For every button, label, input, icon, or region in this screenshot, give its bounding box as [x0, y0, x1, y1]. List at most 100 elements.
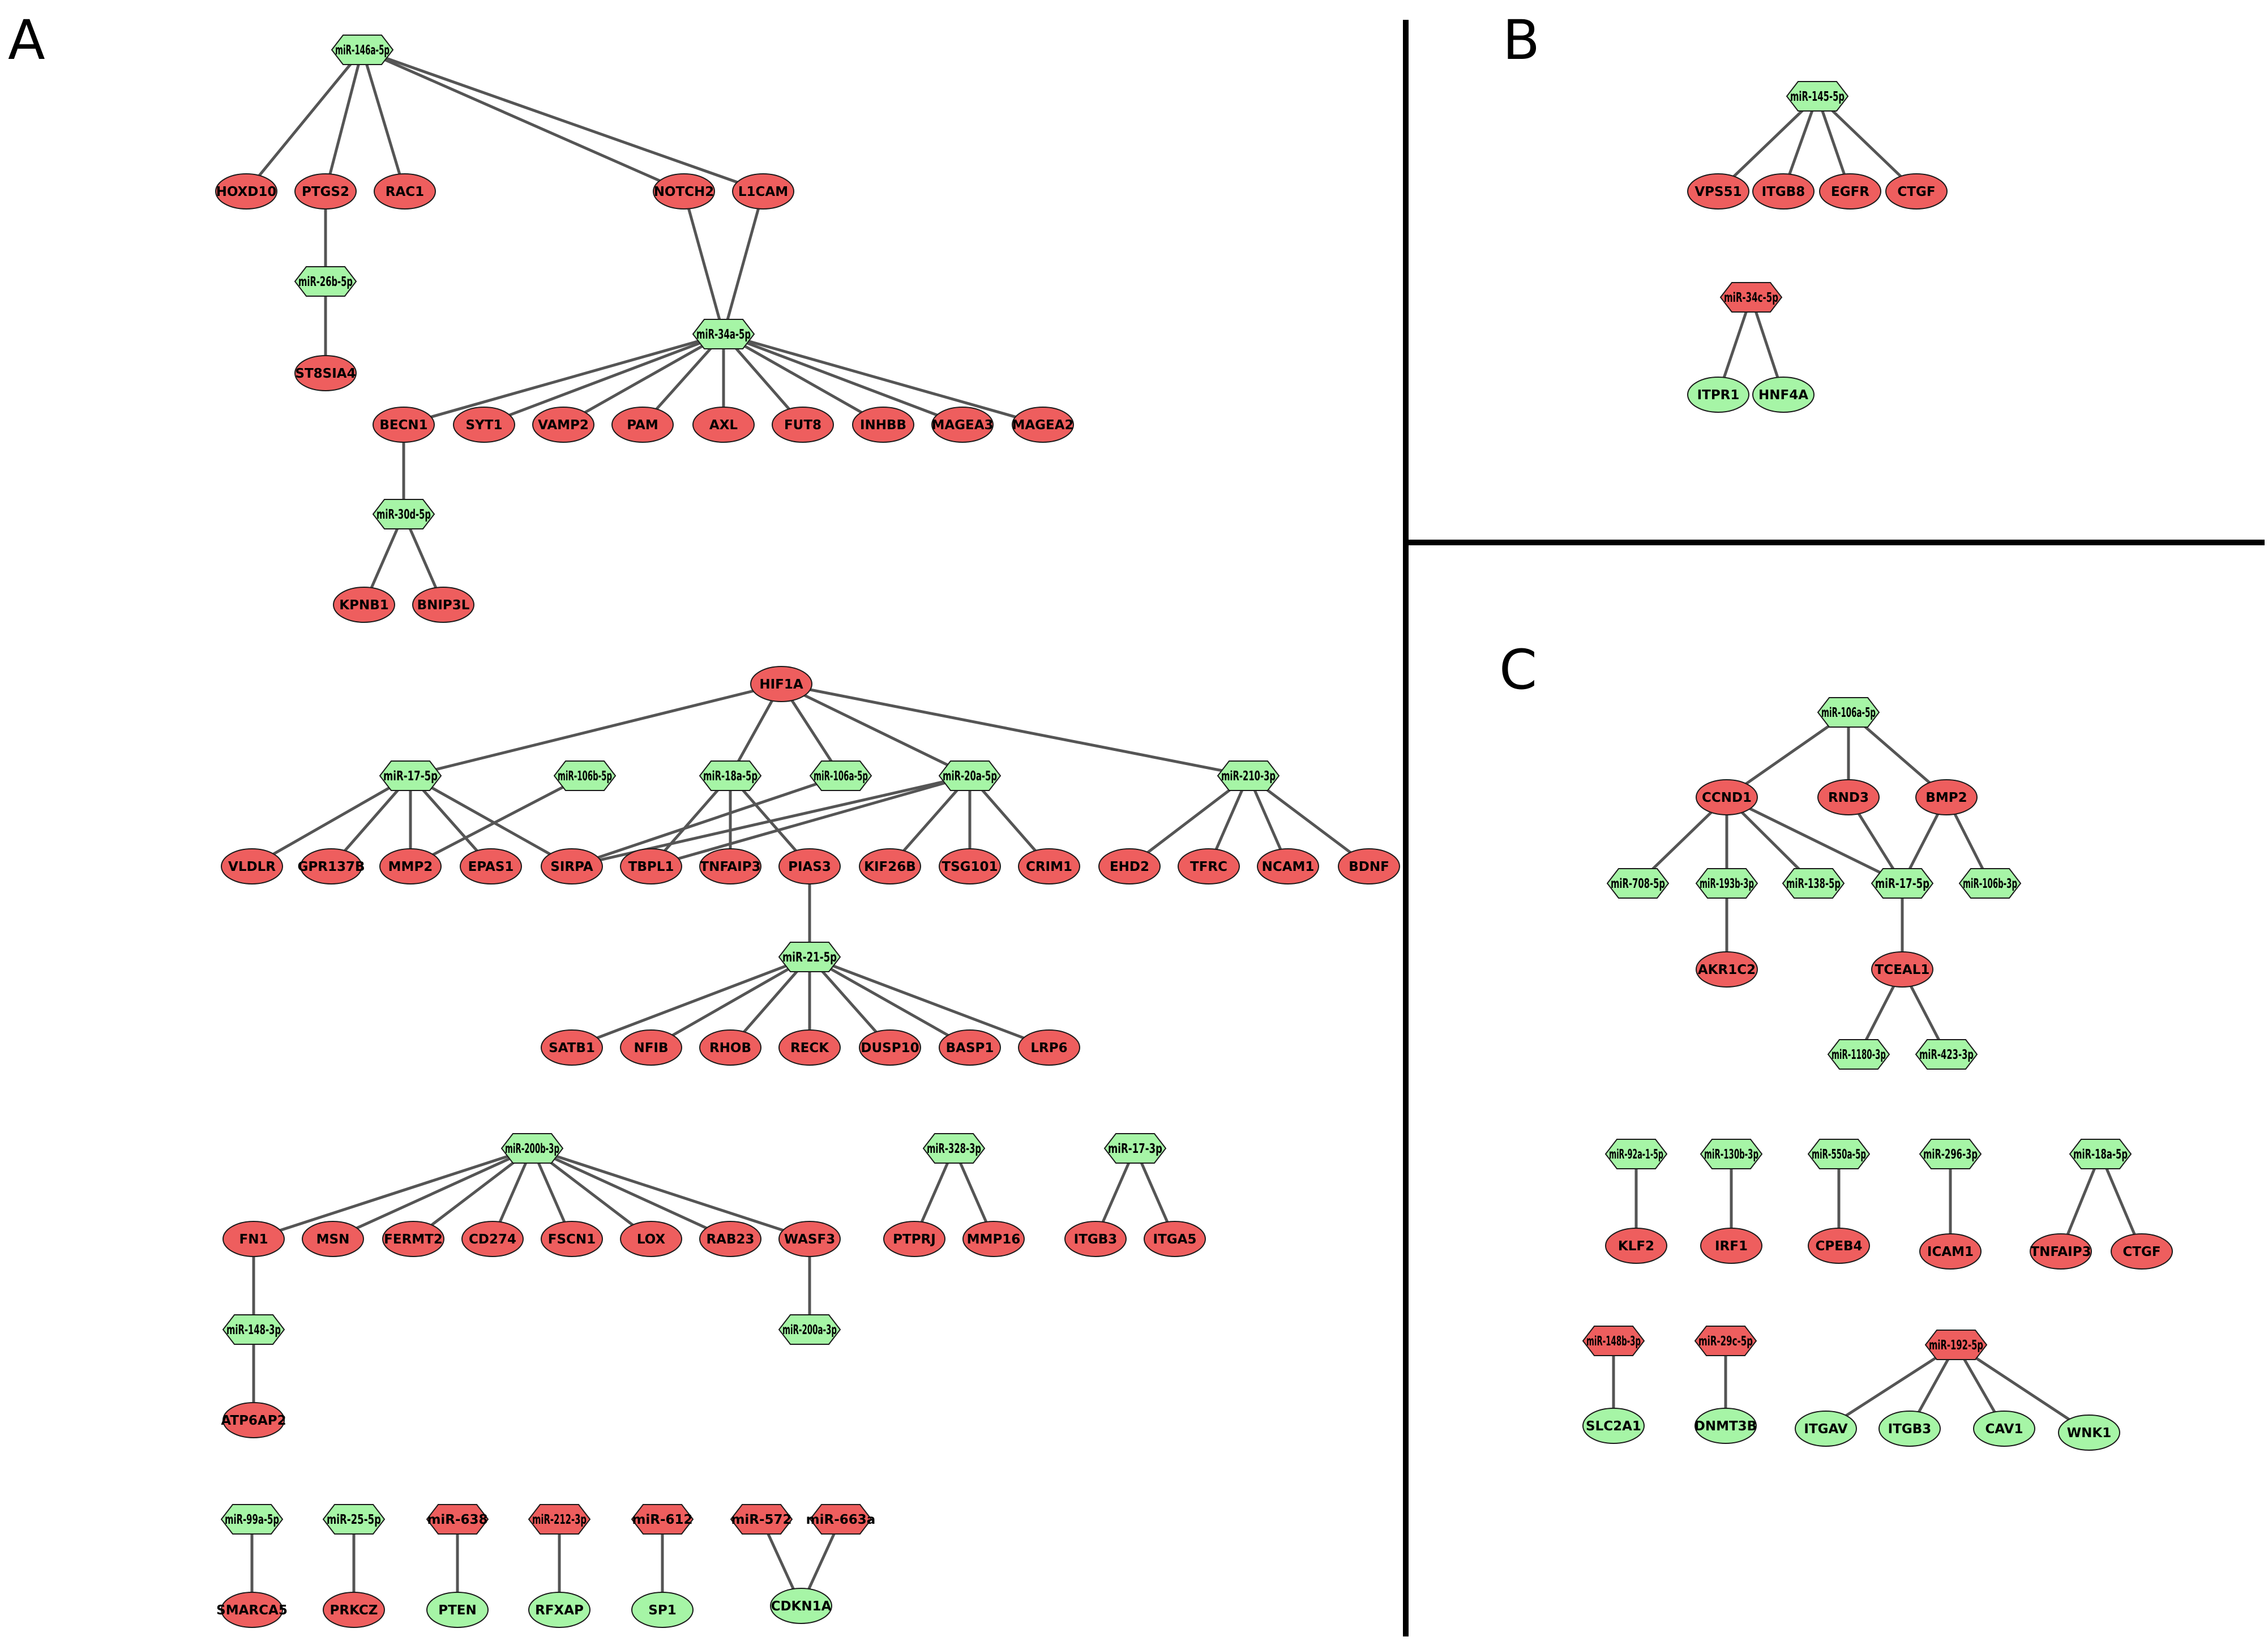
mirna-hexagon	[1786, 81, 1849, 112]
gene-ellipse	[1696, 951, 1758, 988]
mirna-hexagon	[1694, 1326, 1757, 1356]
node-label: CTGF	[1897, 185, 1935, 199]
mirna-hexagon	[1871, 868, 1934, 899]
gene-ellipse	[778, 1029, 841, 1066]
gene-ellipse	[770, 1588, 832, 1624]
node-wasf3: WASF3	[778, 1221, 841, 1257]
node-mir-99a-5p: miR-99a-5p	[220, 1504, 284, 1535]
gene-ellipse	[939, 1029, 1001, 1066]
node-fermt2: FERMT2	[382, 1221, 444, 1257]
node-label: miR-34c-5p	[1724, 290, 1778, 305]
node-rac1: RAC1	[374, 173, 436, 210]
node-vldlr: VLDLR	[221, 848, 283, 884]
node-label: SP1	[648, 1603, 676, 1618]
edge	[571, 955, 810, 1049]
gene-ellipse	[1752, 173, 1815, 210]
node-itga5: ITGA5	[1144, 1221, 1206, 1257]
gene-ellipse	[323, 1592, 385, 1628]
gene-ellipse	[772, 407, 834, 443]
gene-ellipse	[750, 666, 812, 702]
edge	[562, 332, 725, 426]
node-label: VPS51	[1694, 185, 1741, 199]
mirna-hexagon	[778, 1314, 841, 1345]
node-tfrc: TFRC	[1178, 848, 1240, 884]
node-label: TNFAIP3	[2030, 1245, 2091, 1259]
node-atp6ap2: ATP6AP2	[221, 1402, 286, 1438]
gene-ellipse	[1012, 407, 1074, 443]
node-tnfaip3: TNFAIP3	[2030, 1233, 2092, 1270]
mirna-hexagon	[426, 1504, 489, 1535]
node-label: FN1	[239, 1232, 268, 1247]
gene-ellipse	[1098, 848, 1161, 884]
node-mir-200b-3p: miR-200b-3p	[500, 1133, 564, 1164]
node-label: KLF2	[1618, 1239, 1654, 1254]
edge	[1955, 1343, 2090, 1434]
gene-ellipse	[374, 173, 436, 210]
node-label: HOXD10	[216, 185, 277, 199]
node-label: SYT1	[466, 418, 503, 433]
node-label: miR-423-3p	[1919, 1048, 1974, 1062]
node-label: SMARCA5	[216, 1603, 288, 1618]
node-bmp2: BMP2	[1915, 779, 1978, 815]
node-label: AXL	[709, 418, 738, 433]
node-label: RFXAP	[535, 1603, 584, 1618]
node-rnd3: RND3	[1817, 779, 1880, 815]
gene-ellipse	[222, 1221, 285, 1257]
node-label: CDKN1A	[771, 1599, 832, 1614]
node-mir-17-5p: miR-17-5p	[1871, 868, 1934, 899]
node-label: AKR1C2	[1698, 963, 1756, 977]
node-label: miR-106a-5p	[1821, 706, 1876, 720]
gene-ellipse	[379, 848, 442, 884]
node-cpeb4: CPEB4	[1808, 1228, 1870, 1264]
node-mir-210-3p: miR-210-3p	[1217, 760, 1280, 791]
node-label: miR-146a-5p	[335, 43, 390, 58]
node-akr1c2: AKR1C2	[1696, 951, 1758, 988]
gene-ellipse	[859, 848, 921, 884]
node-label: VLDLR	[228, 860, 276, 874]
mirna-hexagon	[730, 1504, 793, 1535]
node-mir-663a: miR-663a	[806, 1504, 875, 1535]
gene-ellipse	[1064, 1221, 1127, 1257]
node-label: ITGB3	[1888, 1422, 1932, 1437]
node-cav1: CAV1	[1973, 1411, 2035, 1447]
mirna-hexagon	[631, 1504, 694, 1535]
node-mir-193b-3p: miR-193b-3p	[1695, 868, 1758, 899]
node-dnmt3b: DNMT3B	[1694, 1408, 1757, 1444]
gene-ellipse	[883, 1221, 945, 1257]
node-mir-106b-5p: miR-106b-5p	[553, 760, 617, 791]
gene-ellipse	[1915, 779, 1978, 815]
node-label: miR-25-5p	[327, 1512, 381, 1527]
node-label: ITGB3	[1074, 1232, 1118, 1247]
node-itgb8: ITGB8	[1752, 173, 1815, 210]
node-label: BMP2	[1925, 790, 1967, 805]
node-label: miR-638	[427, 1512, 487, 1527]
gene-ellipse	[215, 173, 277, 210]
node-label: ATP6AP2	[221, 1413, 286, 1428]
node-tceal1: TCEAL1	[1871, 951, 1933, 988]
gene-ellipse	[1700, 1228, 1762, 1264]
node-bdnf: BDNF	[1338, 848, 1400, 884]
node-label: HIF1A	[759, 677, 803, 692]
node-label: miR-572	[731, 1512, 791, 1527]
edge	[1726, 796, 1903, 885]
node-label: CRIM1	[1026, 860, 1072, 874]
mirna-hexagon	[1958, 868, 2022, 899]
gene-ellipse	[528, 1592, 590, 1628]
gene-ellipse	[631, 1592, 694, 1628]
mirna-hexagon	[809, 1504, 872, 1535]
node-label: miR-29c-5p	[1698, 1334, 1753, 1349]
mirna-hexagon	[294, 266, 357, 297]
node-label: miR-18a-5p	[2073, 1147, 2128, 1162]
mirna-hexagon	[1817, 697, 1880, 728]
gene-ellipse	[1973, 1411, 2035, 1447]
node-label: ITGAV	[1804, 1422, 1847, 1437]
edge	[723, 332, 963, 426]
node-ctgf: CTGF	[2111, 1233, 2173, 1270]
mirna-hexagon	[500, 1133, 564, 1164]
gene-ellipse	[1687, 377, 1749, 413]
gene-ellipse	[221, 848, 283, 884]
gene-ellipse	[300, 848, 362, 884]
node-label: miR-17-3p	[1108, 1142, 1162, 1156]
mirna-hexagon	[922, 1133, 986, 1164]
gene-ellipse	[541, 848, 603, 884]
